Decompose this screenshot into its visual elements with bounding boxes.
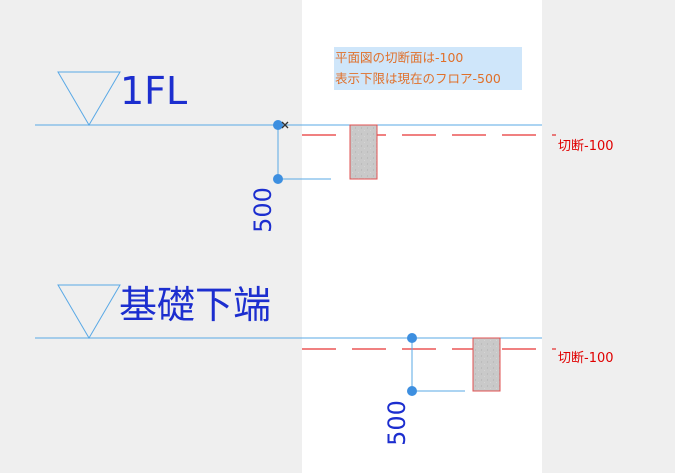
cut-label-1: 切断-100 [558, 139, 614, 154]
close-icon [281, 121, 289, 129]
column-1 [349, 124, 378, 180]
dimension-grip-handle [273, 120, 283, 130]
cut-label-2: 切断-100 [558, 351, 614, 366]
dimension-grip-handle [407, 386, 417, 396]
annotation-note[interactable]: 平面図の切断面は-100 表示下限は現在のフロア-500 [334, 47, 522, 90]
dimension-1[interactable] [273, 120, 331, 184]
dimension-grip-handle [273, 174, 283, 184]
dimension-2[interactable] [407, 333, 465, 396]
level-triangle-icon [57, 284, 121, 339]
column-2 [472, 337, 501, 392]
level-triangle-icon [57, 71, 121, 126]
level-label-foundation: 基礎下端 [119, 283, 272, 327]
level-label-1fl: 1FL [120, 69, 188, 113]
note-line-2: 表示下限は現在のフロア-500 [335, 71, 501, 86]
dimension-value-2: 500 [383, 400, 411, 446]
dimension-grip-handle [407, 333, 417, 343]
level-marker-1fl[interactable] [35, 71, 542, 126]
dimension-value-1: 500 [249, 187, 277, 233]
note-line-1: 平面図の切断面は-100 [335, 50, 464, 65]
level-marker-foundation-bottom[interactable] [35, 284, 542, 339]
